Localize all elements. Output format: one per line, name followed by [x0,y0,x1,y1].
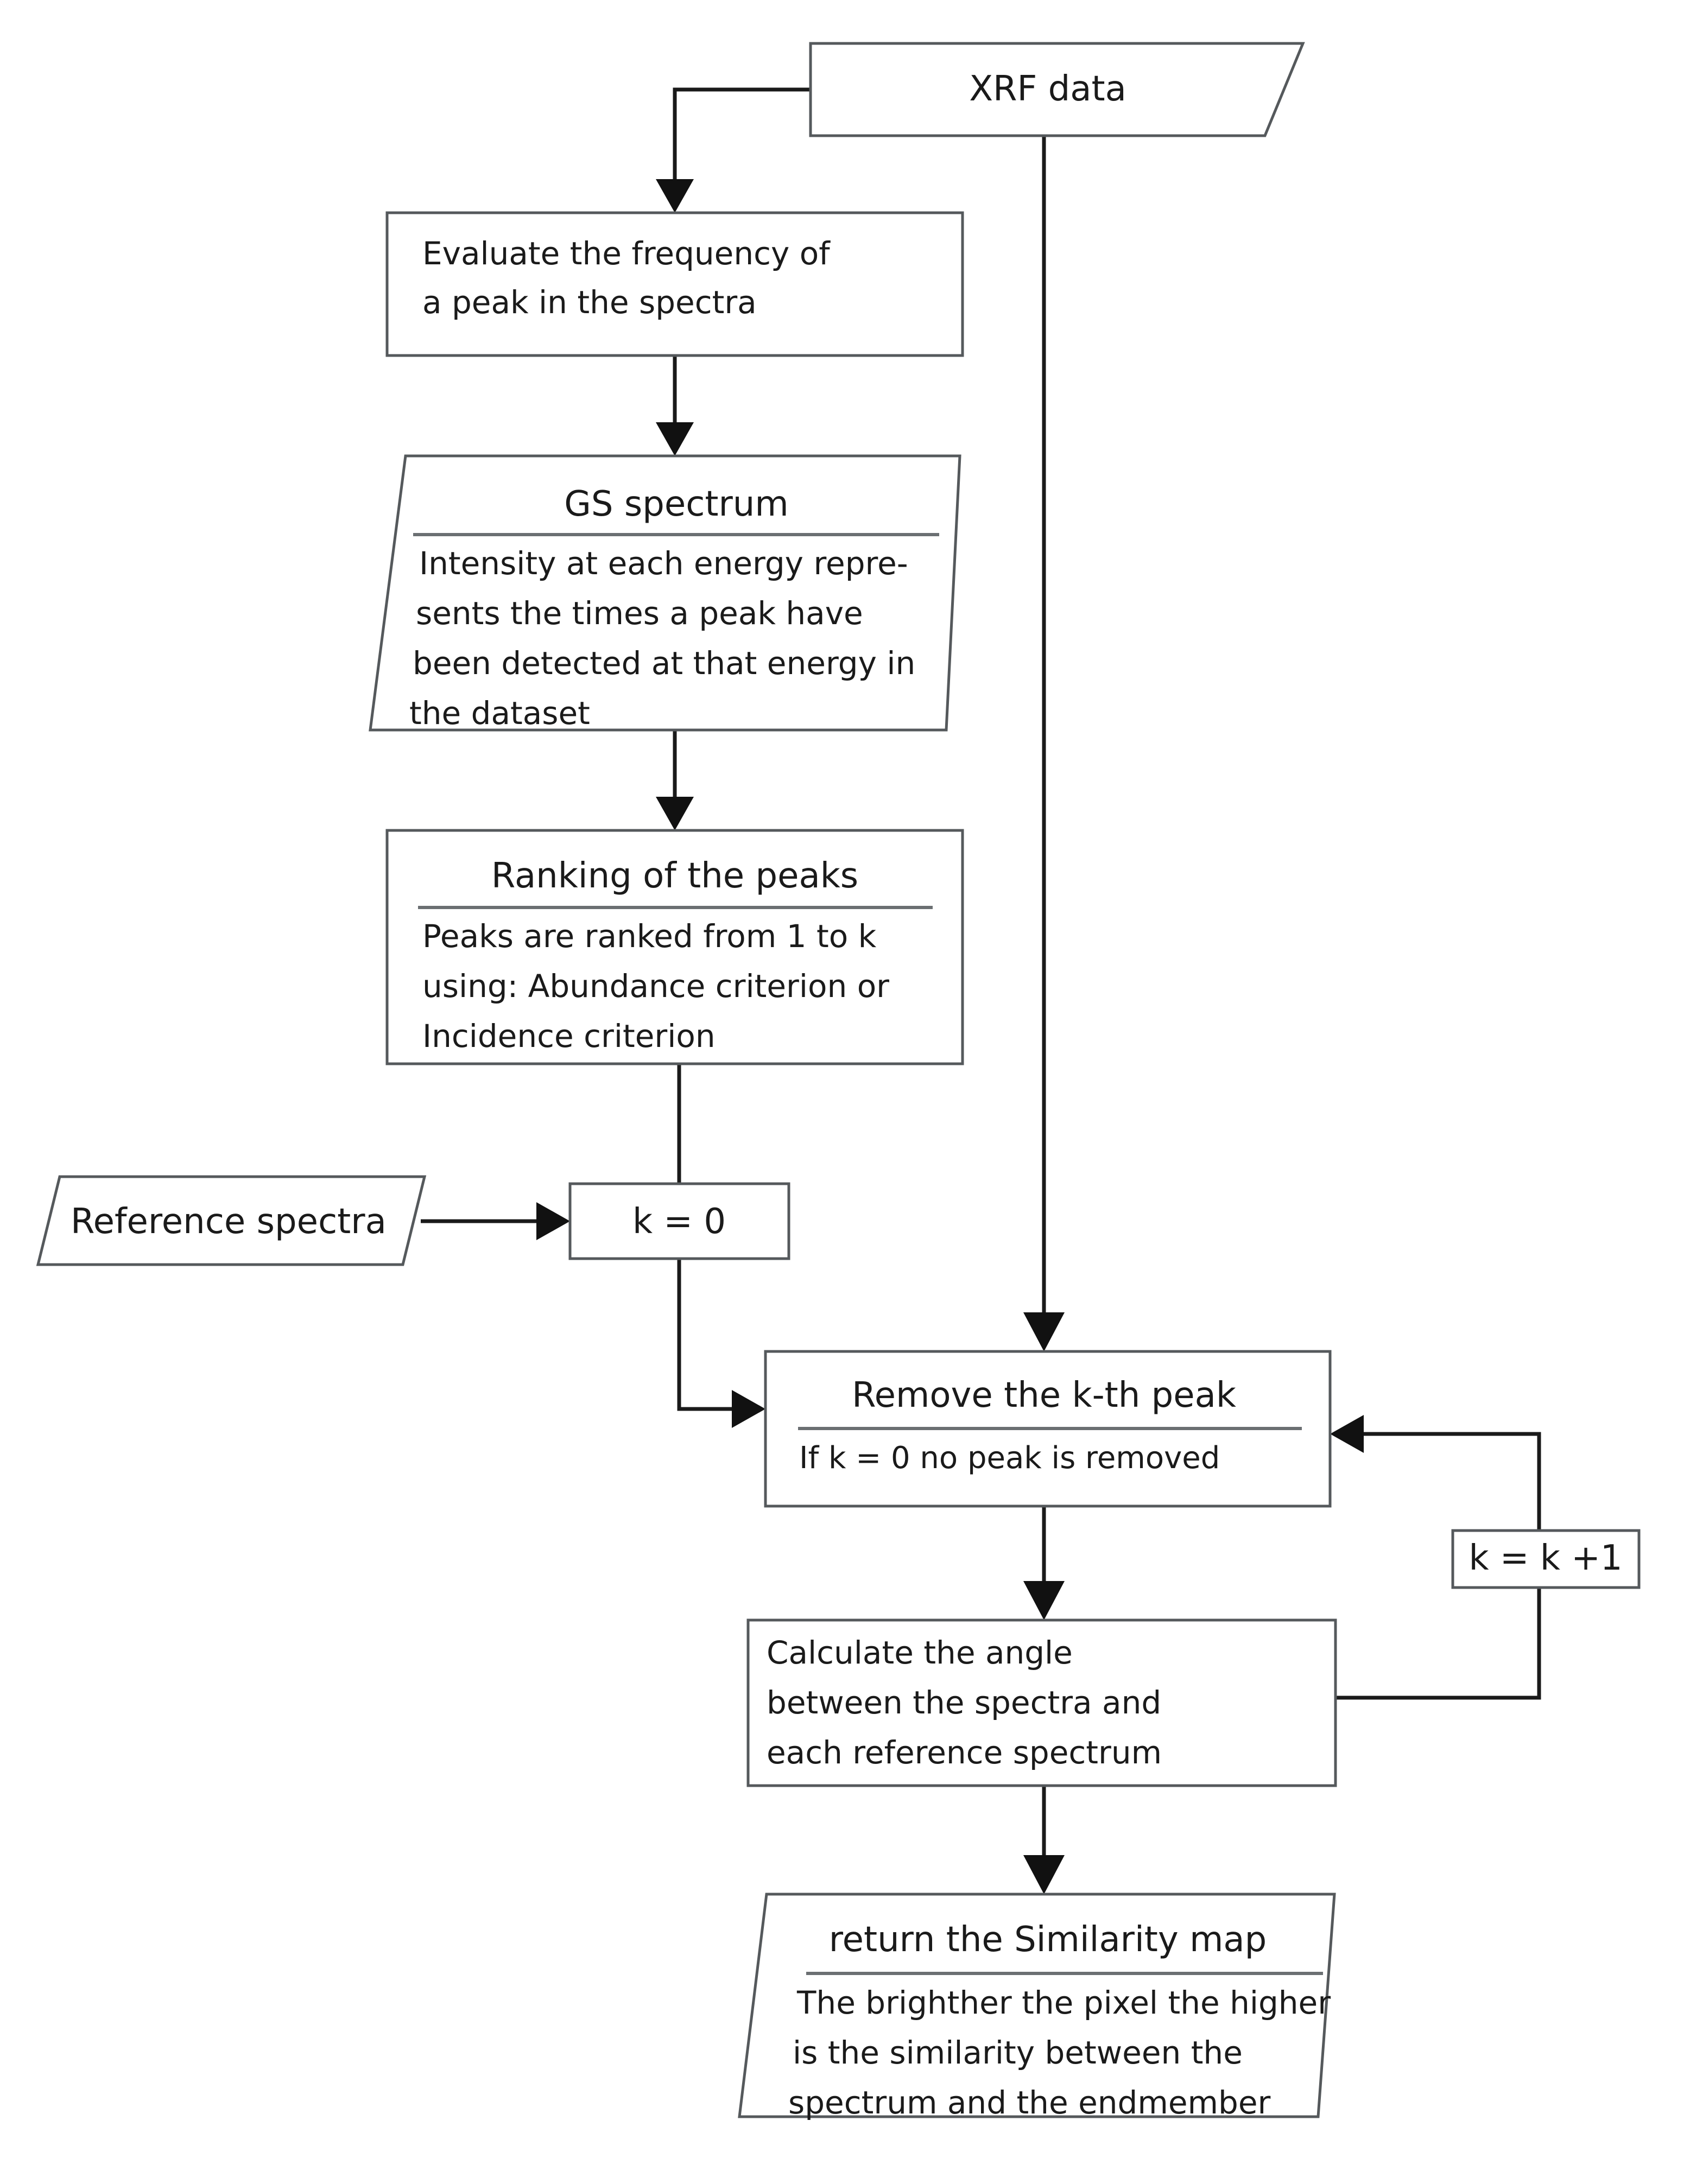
calculate-angle-line-3: each reference spectrum [767,1734,1162,1771]
arrowhead-icon [656,422,694,456]
remove-kth-peak-title: Remove the k-th peak [852,1375,1236,1415]
node-return-similarity-map[interactable]: return the Similarity map The brighther … [738,1893,1336,2121]
reference-spectra-shape [36,1175,427,1266]
ranking-peaks-line-3: Incidence criterion [422,1018,716,1055]
k-increment-shape [1451,1529,1641,1589]
return-similarity-map-title: return the Similarity map [829,1920,1267,1960]
edge-calculate-to-similarity [1023,1786,1065,1894]
node-remove-kth-peak[interactable]: Remove the k-th peak If k = 0 no peak is… [764,1350,1332,1508]
node-xrf-data[interactable]: XRF data [809,42,1305,137]
xrf-data-shape [809,42,1305,137]
arrowhead-icon [732,1390,765,1428]
node-k-increment[interactable]: k = k +1 [1451,1529,1641,1589]
arrowhead-icon [1023,1855,1065,1894]
gs-spectrum-line-4: the dataset [409,695,590,732]
k-zero-shape [568,1182,790,1260]
calculate-angle-line-2: between the spectra and [767,1684,1161,1721]
return-similarity-map-line-1: The brighther the pixel the higher [796,1984,1331,2021]
xrf-data-title: XRF data [969,69,1126,109]
calculate-angle-shape [746,1618,1337,1787]
gs-spectrum-line-2: sents the times a peak have [416,595,863,632]
gs-spectrum-title: GS spectrum [564,484,788,524]
node-ranking-peaks[interactable]: Ranking of the peaks Peaks are ranked fr… [385,829,964,1065]
arrowhead-icon [656,797,694,830]
evaluate-frequency-line-2: a peak in the spectra [422,284,757,321]
node-k-zero[interactable]: k = 0 [568,1182,790,1260]
node-evaluate-frequency[interactable]: Evaluate the frequency of a peak in the … [385,211,964,357]
node-gs-spectrum[interactable]: GS spectrum Intensity at each energy rep… [369,454,961,732]
edge-evaluate-to-gs [656,355,694,456]
k-increment-title: k = k +1 [1469,1538,1622,1578]
edge-reference-to-kzero [421,1202,570,1240]
arrowhead-icon [1330,1415,1364,1453]
arrowhead-icon [656,179,694,213]
return-similarity-map-line-3: spectrum and the endmember [788,2084,1271,2121]
k-zero-title: k = 0 [632,1202,726,1242]
edge-xrf-to-evaluate [656,87,811,213]
connector-layer [421,87,1541,1894]
gs-spectrum-line-3: been detected at that energy in [413,645,915,682]
edge-ranking-to-remove [677,1064,765,1428]
reference-spectra-title: Reference spectra [71,1202,387,1242]
arrowhead-icon [536,1202,570,1240]
gs-spectrum-line-1: Intensity at each energy repre- [419,545,908,582]
edge-remove-to-calculate [1023,1506,1065,1620]
edge-gs-to-ranking [656,730,694,830]
calculate-angle-line-1: Calculate the angle [767,1634,1073,1671]
ranking-peaks-title: Ranking of the peaks [491,856,858,896]
edge-xrf-to-remove [1023,136,1065,1351]
node-reference-spectra[interactable]: Reference spectra [36,1175,427,1266]
evaluate-frequency-shape [385,211,964,357]
ranking-peaks-line-2: using: Abundance criterion or [422,968,889,1005]
gs-spectrum-shape [369,454,961,732]
node-calculate-angle[interactable]: Calculate the angle between the spectra … [746,1618,1337,1787]
edge-kincrement-to-remove [1330,1415,1541,1531]
edge-calculate-to-kincrement [1334,1588,1541,1700]
return-similarity-map-shape [738,1893,1336,2118]
remove-kth-peak-line-1: If k = 0 no peak is removed [799,1440,1220,1476]
ranking-peaks-line-1: Peaks are ranked from 1 to k [422,918,877,955]
arrowhead-icon [1023,1581,1065,1620]
return-similarity-map-line-2: is the similarity between the [793,2034,1243,2071]
ranking-peaks-shape [385,829,964,1065]
evaluate-frequency-line-1: Evaluate the frequency of [422,235,831,272]
arrowhead-icon [1023,1312,1065,1351]
